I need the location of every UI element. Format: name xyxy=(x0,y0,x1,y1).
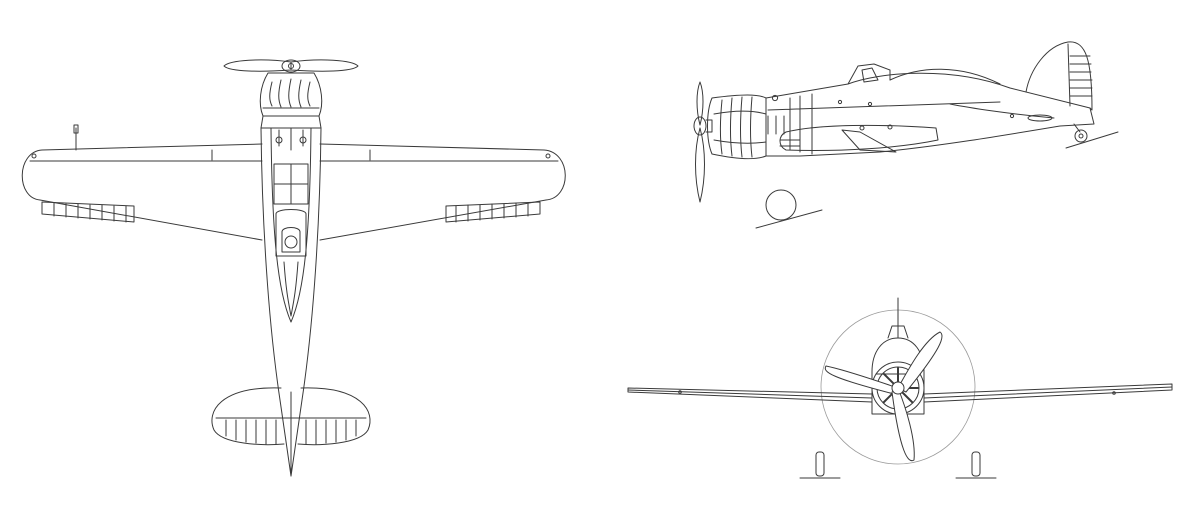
plan-engine-cowling xyxy=(260,73,321,128)
side-propeller xyxy=(694,82,712,202)
side-canopy xyxy=(848,64,1000,84)
side-main-wheel xyxy=(756,190,822,228)
front-view xyxy=(628,298,1172,478)
plan-view xyxy=(22,60,565,476)
side-wing xyxy=(780,125,938,152)
plan-propeller xyxy=(224,60,358,72)
side-view xyxy=(694,42,1118,228)
plan-tailplane xyxy=(212,388,370,476)
plan-wing xyxy=(22,125,565,240)
side-tail-wheel xyxy=(1066,124,1118,148)
side-fuselage xyxy=(766,73,1094,156)
front-landing-gear xyxy=(800,452,996,478)
side-cowling xyxy=(708,95,767,159)
front-propeller-blades xyxy=(825,332,942,461)
side-vertical-tail xyxy=(1026,42,1092,110)
